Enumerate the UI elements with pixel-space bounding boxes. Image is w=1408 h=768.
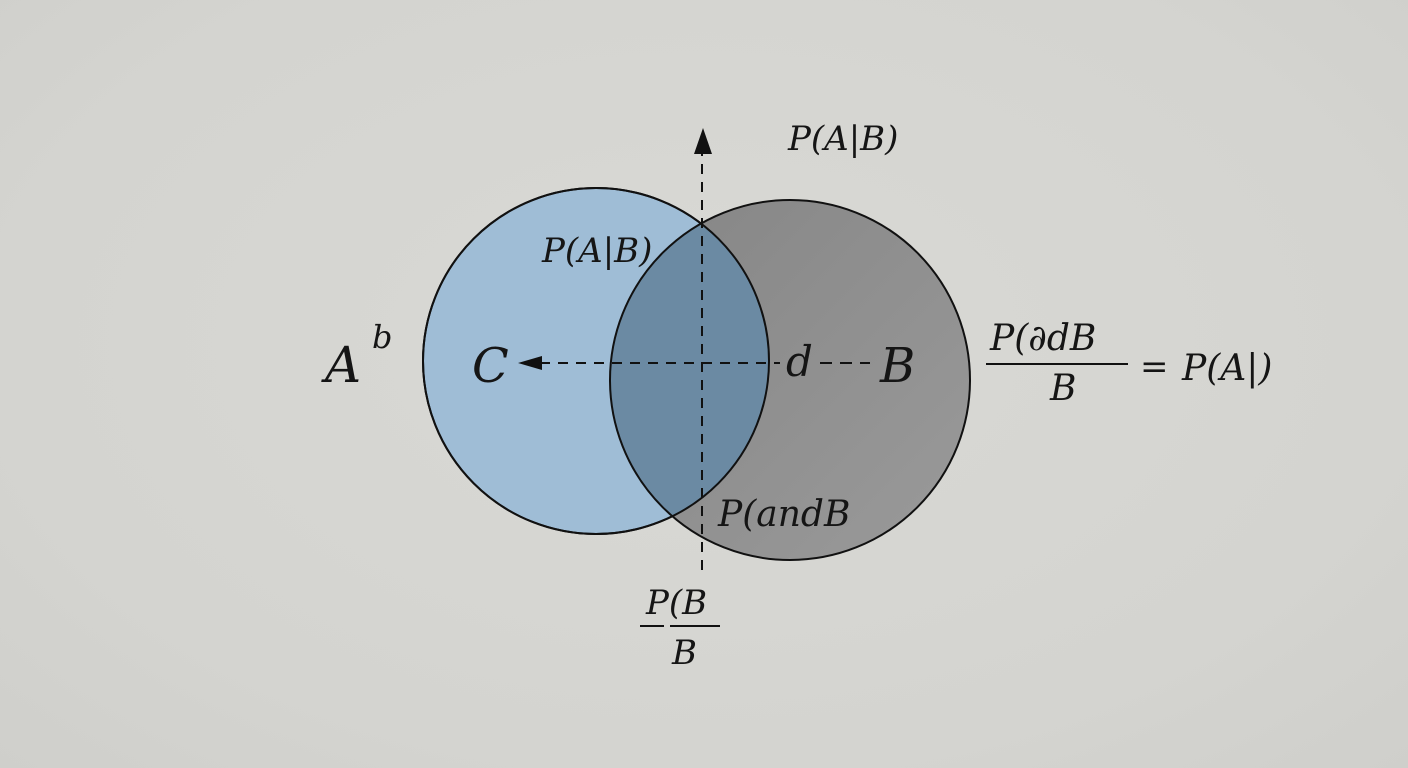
horizontal-arrow-head [518,356,542,370]
label-a: A [321,336,361,394]
label-a-superscript: b [372,318,392,356]
vertical-arrow-head [694,128,712,154]
and-probability-label: P(andB [717,494,850,535]
top-probability-label: P(A|B) [787,119,898,159]
circle-a-outline [422,187,770,535]
label-d: d [786,337,813,386]
bottom-fraction-numerator: P(B [645,583,707,623]
bottom-fraction-denominator: B [671,633,697,673]
equals-sign: = [1140,347,1169,387]
right-fraction-denominator: B [1049,368,1076,409]
inner-probability-label: P(A|B) [541,231,652,271]
right-result: P(A|) [1181,348,1272,389]
intersection-region [610,200,769,534]
label-b: B [879,338,915,394]
label-c: C [472,338,509,394]
right-fraction-numerator: P(∂dB [989,318,1096,359]
circle-b-outline [609,199,971,561]
